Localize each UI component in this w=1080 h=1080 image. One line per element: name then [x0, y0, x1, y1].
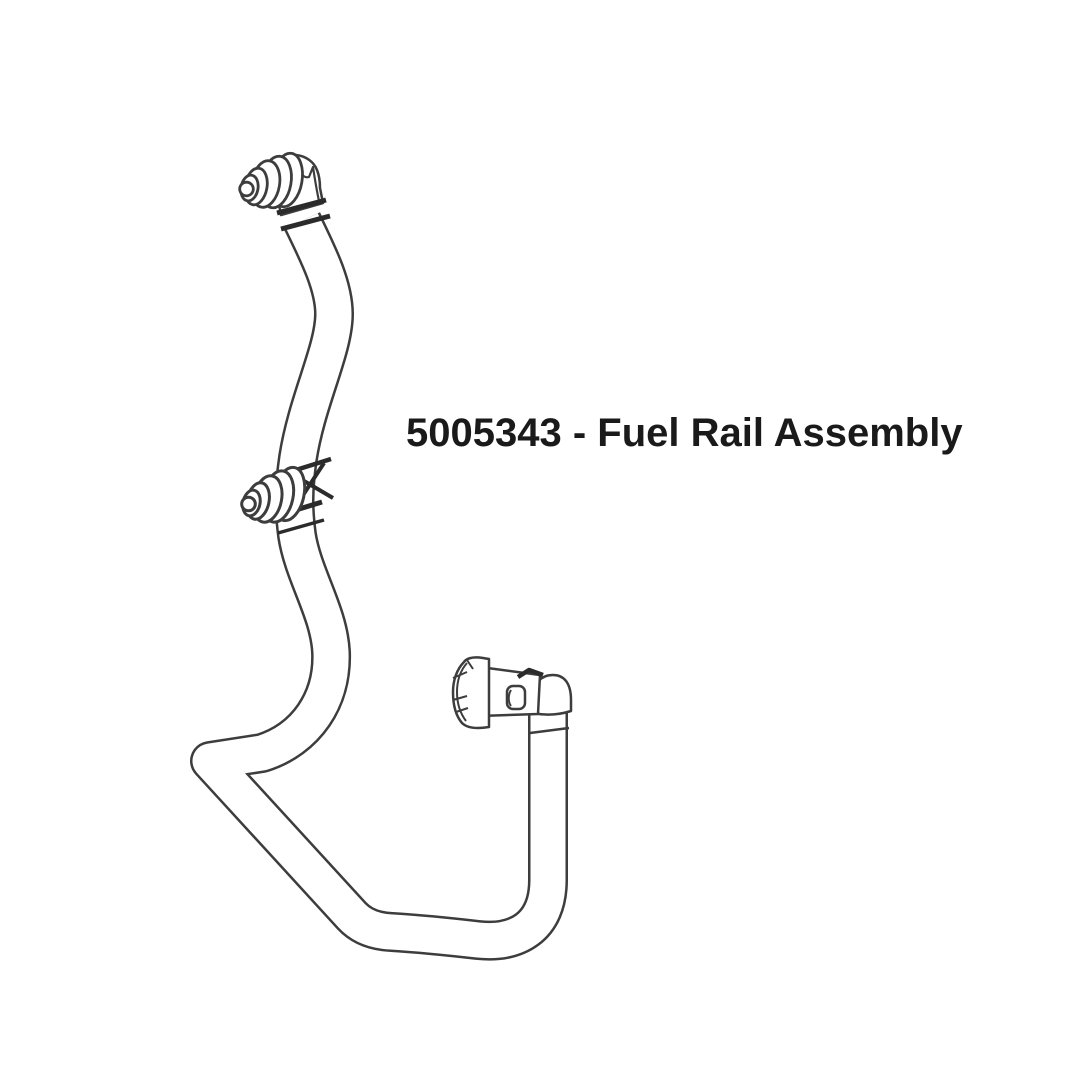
- top-connector-fitting: [238, 151, 331, 232]
- hose-tube: [190, 212, 568, 961]
- ribbed-nipple-top: [238, 151, 304, 210]
- bottom-elbow-fitting: [451, 656, 573, 735]
- retainer-clip-mark: [516, 667, 544, 679]
- tube-band: [529, 726, 570, 735]
- hose-clamp-bands-top: [276, 197, 331, 232]
- diagram-art: [190, 151, 573, 961]
- middle-connector-fitting: [240, 456, 335, 535]
- part-title: 5005343 - Fuel Rail Assembly: [406, 411, 963, 455]
- fitting-collar: [451, 656, 491, 730]
- collar-face-line: [456, 662, 468, 722]
- connector-port: [505, 684, 527, 711]
- ribbed-nipple-middle: [240, 465, 307, 524]
